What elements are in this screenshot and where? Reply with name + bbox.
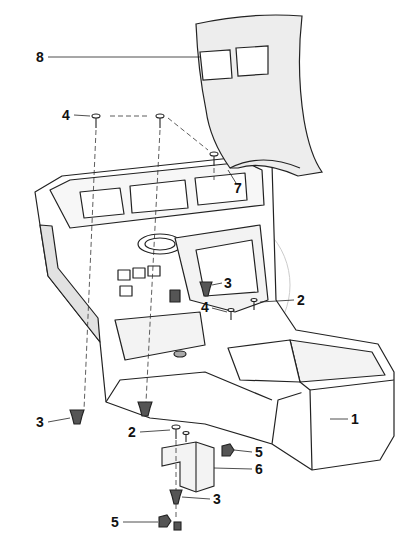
callout-number: 5 <box>255 445 263 459</box>
trim-panel <box>196 15 322 176</box>
leader-lines <box>48 57 348 522</box>
callout-number: 6 <box>255 462 263 476</box>
fasteners <box>70 114 257 530</box>
callout-number: 3 <box>224 276 232 290</box>
callout-number: 4 <box>62 108 70 122</box>
console-body <box>35 156 394 470</box>
callout-number: 7 <box>234 181 242 195</box>
callout-number: 3 <box>36 415 44 429</box>
callout-number: 4 <box>201 300 209 314</box>
callout-number: 3 <box>213 492 221 506</box>
callout-number: 1 <box>351 412 359 426</box>
callout-number: 5 <box>111 515 119 529</box>
assembly-lines <box>84 116 214 520</box>
callout-number: 2 <box>297 293 305 307</box>
callout-number: 8 <box>36 50 44 64</box>
callout-number: 2 <box>128 425 136 439</box>
